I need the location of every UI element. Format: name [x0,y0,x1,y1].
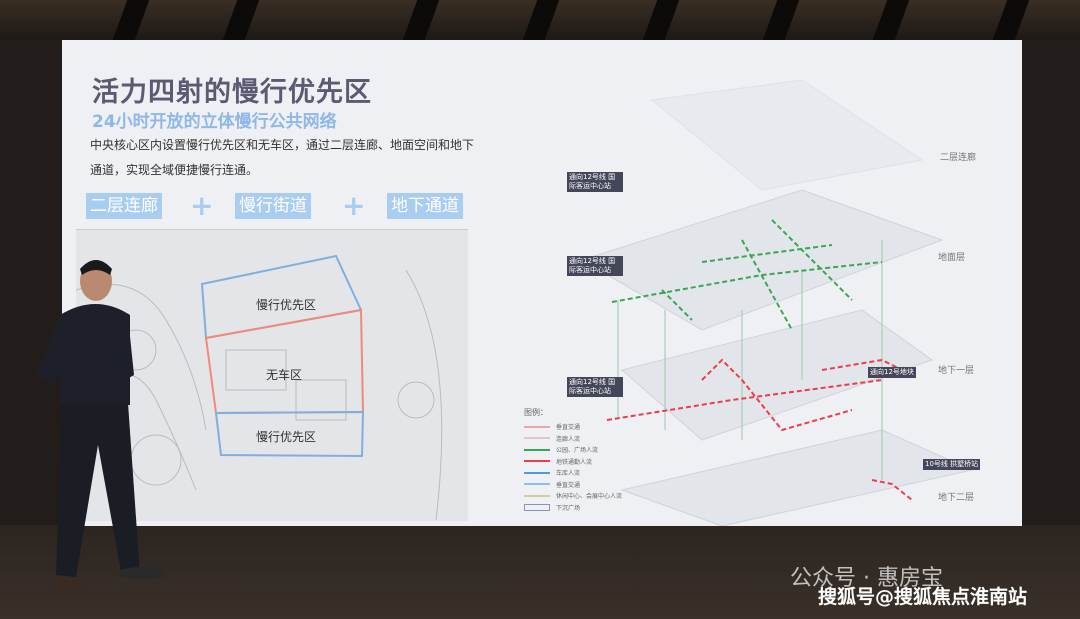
legend-label: 公园、广场人流 [556,447,599,455]
legend-item: 公园、广场人流 [524,444,622,456]
legend-swatch [524,437,550,440]
stage-wall-right [1022,40,1080,530]
stage-wall-left [0,40,62,530]
plus-sign: + [190,189,214,222]
layer-label-b2: 地下二层 [938,493,975,503]
slide-subtitle: 24小时开放的立体慢行公共网络 [92,112,337,132]
legend: 图例： 垂直交通 连廊人流 公园、广场人流 地铁通勤人流 车库人流 垂直交通 休… [524,407,622,513]
legend-label: 地铁通勤人流 [556,458,593,466]
legend-swatch [524,460,550,463]
legend-item: 连廊人流 [524,433,622,445]
slide-title: 活力四射的慢行优先区 [92,77,372,108]
legend-swatch [524,503,550,511]
zone-map: 慢行优先区 无车区 慢行优先区 [76,229,468,521]
legend-label: 垂直交通 [556,481,581,489]
callout-line12-mid: 通向12号线 国际客运中心站 [567,256,623,276]
presenter [36,260,166,589]
tag-slow-street: 慢行街道 [235,193,311,219]
legend-title: 图例： [524,408,548,417]
legend-item: 车库人流 [524,467,622,479]
stage-floor [0,525,1080,619]
legend-item: 垂直交通 [524,479,622,491]
legend-label: 连廊人流 [556,435,581,443]
watermark-wechat: 公众号 · 惠房宝 [790,566,943,591]
callout-plot12: 通向12号地块 [868,367,916,378]
layered-network-diagram [580,79,974,526]
legend-label: 休闲中心、会展中心人流 [556,493,623,501]
callout-line12-top: 通向12号线 国际客运中心站 [567,172,623,192]
tag-underground-passage: 地下通道 [387,193,463,219]
layer-label-ground: 地面层 [938,253,966,263]
callout-line10: 10号线 拱墅桥站 [923,459,981,470]
legend-item: 下沉广场 [524,502,622,514]
zone-label-slow-priority-south: 慢行优先区 [256,430,317,444]
legend-label: 垂直交通 [556,424,581,432]
presentation-screen: 活力四射的慢行优先区 24小时开放的立体慢行公共网络 中央核心区内设置慢行优先区… [62,40,1022,526]
zone-label-slow-priority-north: 慢行优先区 [256,298,317,312]
ceiling [0,0,1080,42]
legend-swatch [524,494,550,497]
slide-description: 中央核心区内设置慢行优先区和无车区，通过二层连廊、地面空间和地下通道，实现全域便… [90,138,475,177]
zone-label-car-free: 无车区 [266,368,303,382]
plus-sign: + [342,189,366,222]
legend-label: 下沉广场 [556,504,581,512]
legend-swatch [524,471,550,474]
tag-second-floor-corridor: 二层连廊 [86,193,162,219]
legend-item: 地铁通勤人流 [524,456,622,468]
watermark-sohu: 搜狐号@搜狐焦点淮南站 [818,586,1028,608]
callout-line12-bottom: 通向12号线 国际客运中心站 [567,377,623,397]
legend-swatch [524,425,550,428]
legend-label: 车库人流 [556,470,581,478]
legend-swatch [524,448,550,451]
legend-item: 休闲中心、会展中心人流 [524,490,622,502]
legend-swatch [524,483,550,486]
legend-item: 垂直交通 [524,421,622,433]
layer-label-b1: 地下一层 [938,366,975,376]
layer-label-second-floor: 二层连廊 [940,153,977,163]
